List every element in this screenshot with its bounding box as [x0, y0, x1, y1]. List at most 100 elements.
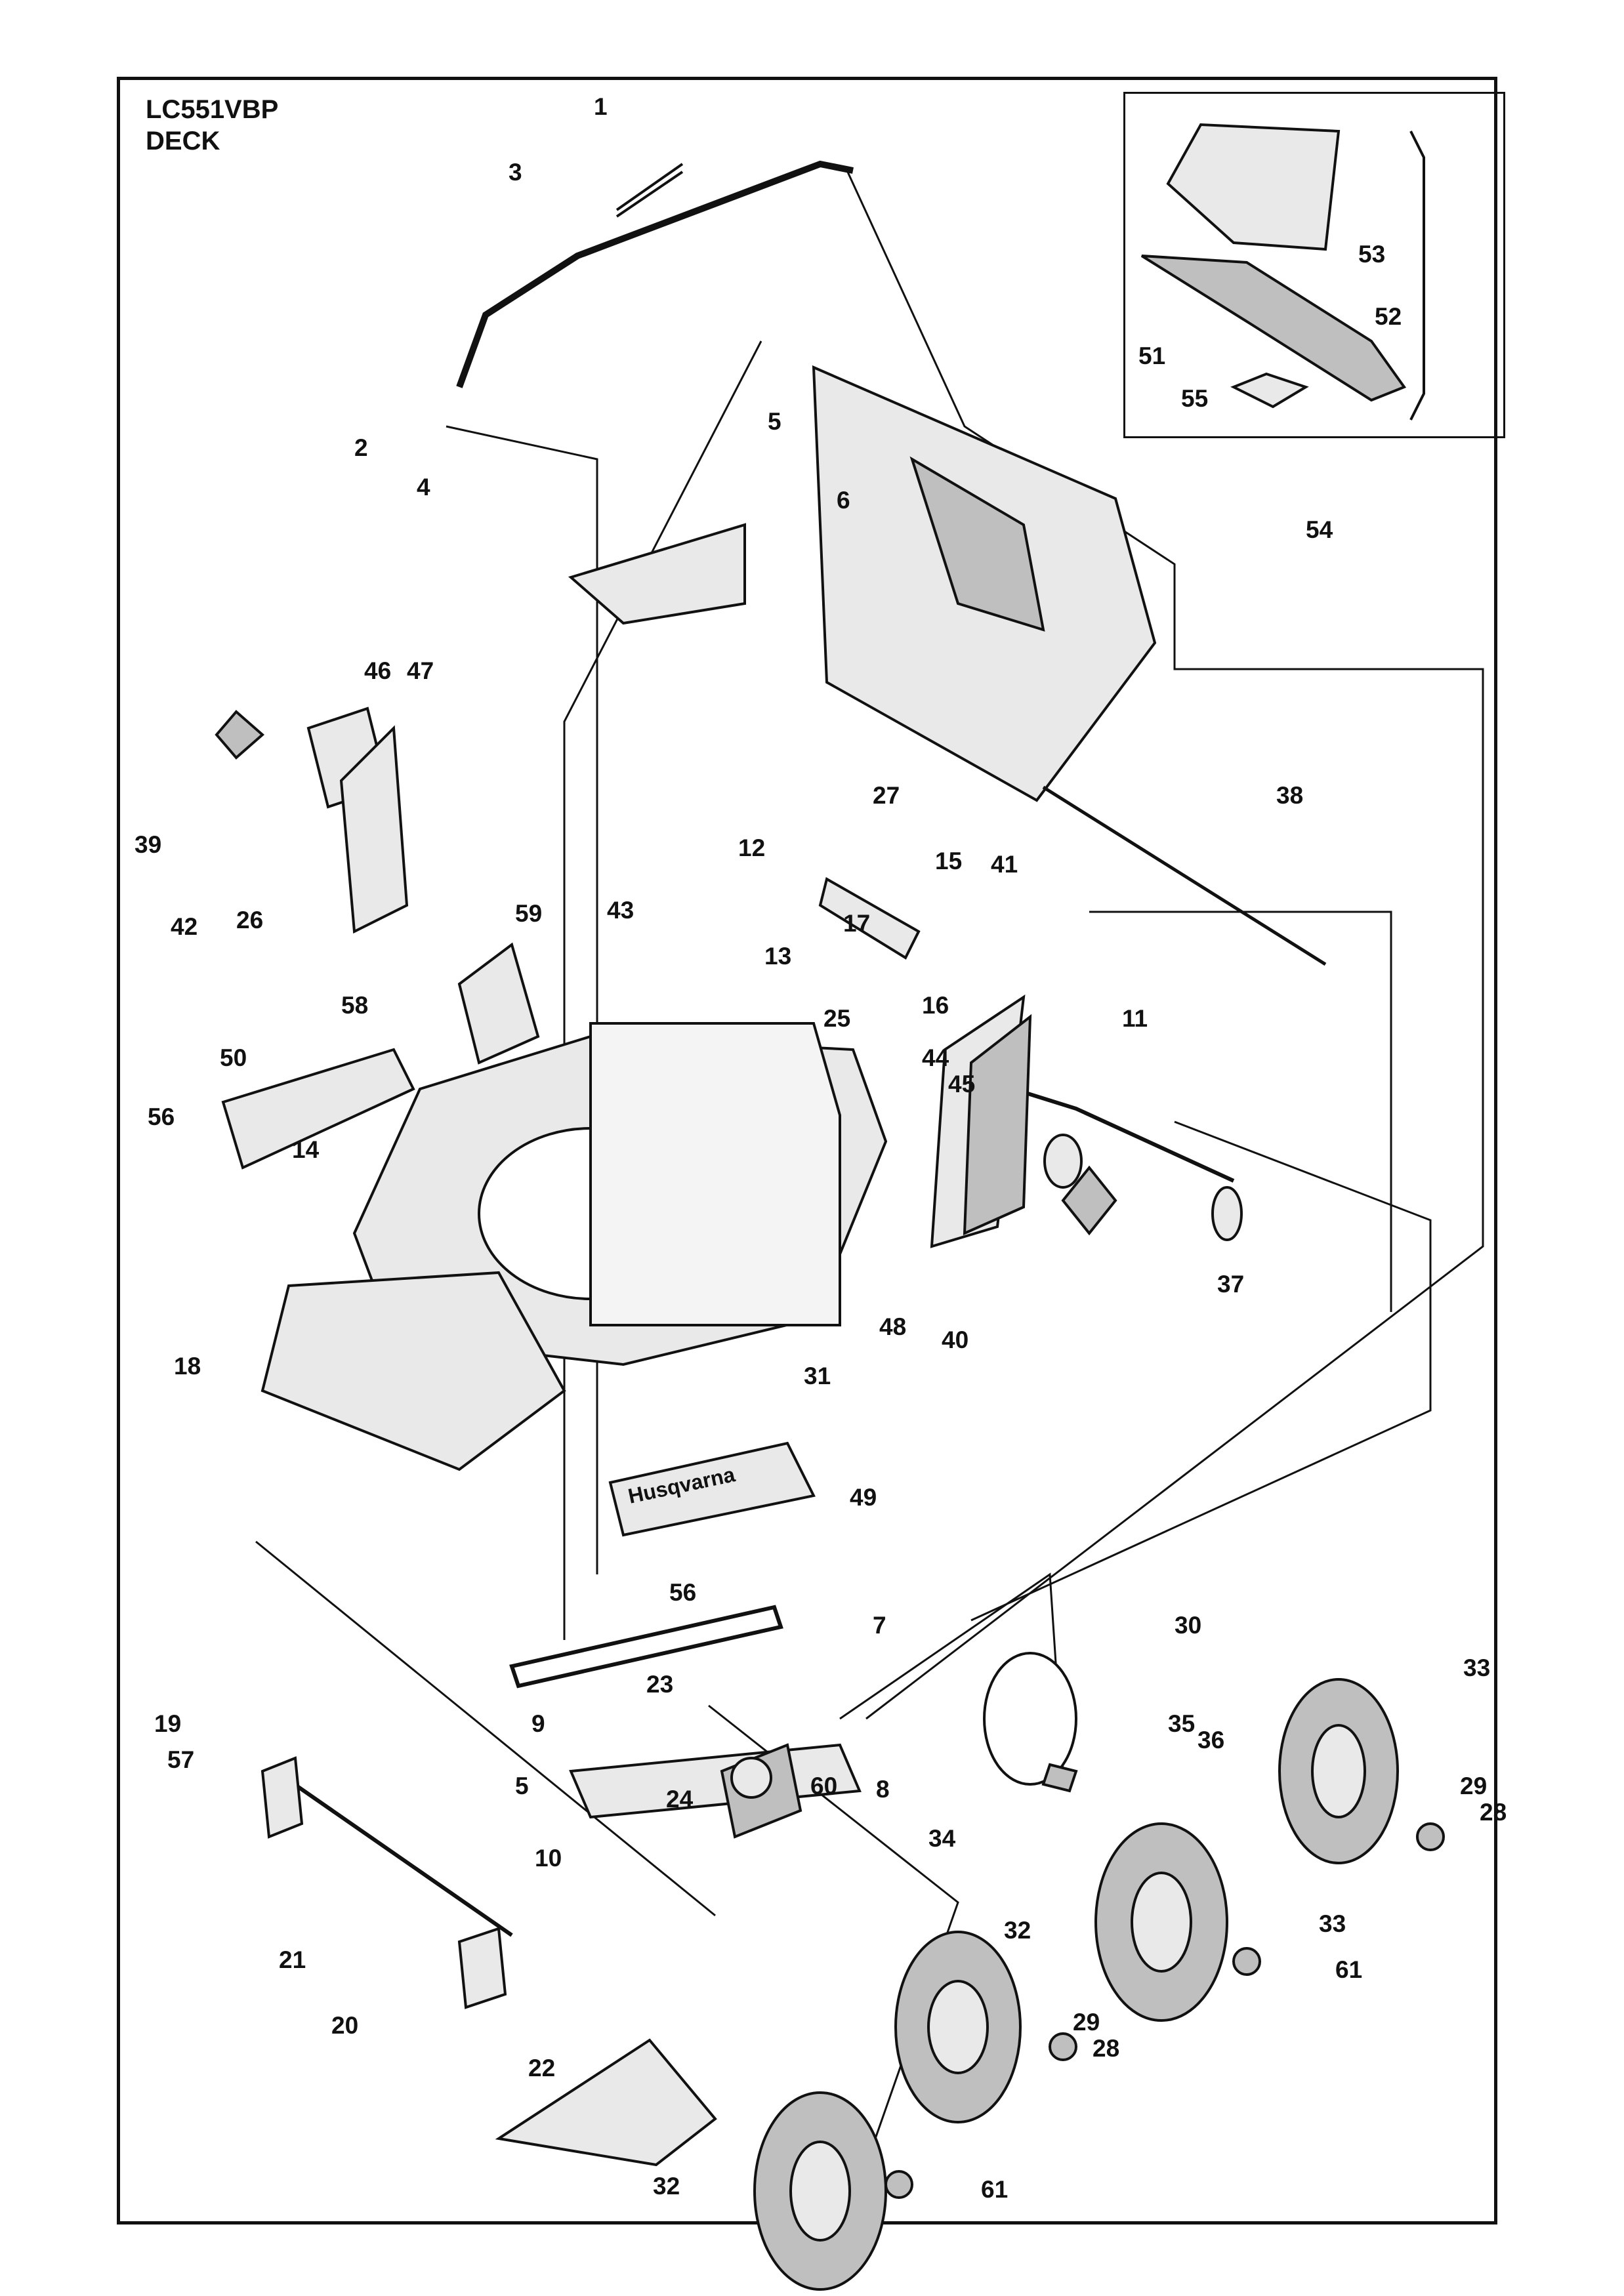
callout-2: 2	[354, 434, 368, 461]
catcher-lid	[909, 456, 1045, 632]
callout-5-b: 5	[515, 1773, 529, 1799]
callout-57: 57	[167, 1746, 194, 1773]
callout-28-b: 28	[1093, 2035, 1119, 2062]
bracket-45	[963, 1014, 1032, 1236]
callout-51: 51	[1138, 342, 1165, 369]
knob-40	[1061, 1165, 1117, 1236]
callout-26: 26	[236, 907, 263, 933]
flap-22	[495, 2038, 717, 2167]
callout-50: 50	[220, 1044, 247, 1071]
callout-36: 36	[1197, 1727, 1224, 1753]
part-shapes	[215, 160, 1327, 2167]
belt-7	[509, 1605, 783, 1689]
handle-bar-3	[456, 160, 854, 388]
wheel-cap-28-b	[1049, 2032, 1077, 2061]
deck-rear-section	[589, 1022, 841, 1326]
callout-22: 22	[528, 2055, 555, 2081]
callout-35: 35	[1168, 1710, 1195, 1737]
rod-38	[1042, 785, 1327, 966]
rear-wheel-33-top-hub	[1311, 1724, 1366, 1818]
gear-35	[1041, 1763, 1078, 1793]
callout-33-b: 33	[1319, 1910, 1346, 1937]
pivot-37	[1211, 1186, 1243, 1241]
callout-21: 21	[279, 1946, 306, 1973]
front-wheel-32-top-hub	[927, 1980, 989, 2074]
axle-bracket-20	[457, 1927, 507, 2009]
callout-39: 39	[135, 831, 161, 858]
callout-46: 46	[364, 657, 391, 684]
callout-60: 60	[810, 1773, 837, 1799]
callout-6: 6	[837, 487, 850, 514]
callout-52: 52	[1375, 303, 1402, 330]
callout-45: 45	[948, 1071, 975, 1097]
callout-34: 34	[928, 1825, 956, 1852]
callout-4: 4	[417, 474, 430, 501]
pulley-30	[983, 1652, 1077, 1786]
guide-lines	[255, 169, 1484, 2165]
callout-48: 48	[879, 1313, 906, 1340]
model-number: LC551VBP	[146, 95, 279, 124]
spring-1	[615, 163, 684, 218]
callout-29-b: 29	[1073, 2009, 1100, 2036]
lever-13	[818, 876, 921, 960]
blade-kit-inset-box	[1123, 92, 1505, 438]
callout-30: 30	[1175, 1612, 1201, 1639]
callout-20: 20	[331, 2012, 358, 2039]
callout-labels: 1 3 2 4 5 6 46 47 39 42 26 27 12 15 41 3…	[135, 93, 1507, 2203]
blade-guard-53	[1166, 123, 1341, 251]
callout-32: 32	[1004, 1917, 1031, 1944]
callout-55: 55	[1181, 385, 1208, 412]
bracket-6	[568, 523, 746, 625]
plate-26	[339, 725, 409, 934]
callout-49: 49	[850, 1484, 877, 1511]
callout-23: 23	[646, 1671, 673, 1698]
callout-15: 15	[935, 848, 962, 874]
callout-14: 14	[292, 1136, 320, 1163]
callout-27: 27	[873, 782, 900, 809]
callout-29: 29	[1460, 1773, 1487, 1799]
callout-56-b: 56	[669, 1579, 696, 1606]
callout-59: 59	[515, 900, 542, 927]
callout-38: 38	[1276, 782, 1303, 809]
callout-8: 8	[876, 1776, 890, 1803]
callout-17: 17	[843, 910, 870, 937]
callout-11: 11	[1122, 1005, 1148, 1032]
front-axle-21	[274, 1769, 513, 1937]
callout-28: 28	[1480, 1799, 1507, 1826]
bushing-61-a	[1232, 1947, 1261, 1976]
wheel-cap-28-a	[1416, 1822, 1445, 1851]
callout-58: 58	[341, 992, 368, 1019]
callout-31: 31	[804, 1363, 831, 1389]
callout-43: 43	[607, 897, 634, 924]
callout-10: 10	[535, 1845, 562, 1872]
callout-42: 42	[171, 913, 198, 940]
section-name: DECK	[146, 127, 220, 155]
front-trim-50	[221, 1048, 415, 1170]
callout-40: 40	[942, 1326, 968, 1353]
callout-18: 18	[174, 1353, 201, 1380]
diagram-title: LC551VBP DECK	[146, 94, 278, 157]
callout-24: 24	[666, 1786, 694, 1813]
callout-37: 37	[1217, 1271, 1244, 1298]
gear-60	[730, 1757, 772, 1799]
front-wheel-32-bottom-hub	[789, 2141, 851, 2242]
callout-53: 53	[1358, 241, 1385, 268]
rear-wheel-33-bottom-hub	[1131, 1872, 1192, 1973]
callout-1: 1	[594, 93, 608, 120]
callout-32-b: 32	[653, 2173, 680, 2200]
rear-trim-49	[608, 1441, 816, 1537]
bracket-59	[457, 942, 540, 1065]
callout-5: 5	[768, 408, 781, 435]
callout-44: 44	[922, 1044, 949, 1071]
pivot-37-a	[1043, 1134, 1083, 1189]
callout-41: 41	[991, 851, 1018, 878]
inset-parts	[1140, 123, 1425, 420]
callout-61: 61	[1335, 1956, 1362, 1983]
bushing-61-b	[885, 2170, 913, 2199]
callout-56: 56	[148, 1103, 175, 1130]
callout-61-b: 61	[981, 2176, 1008, 2203]
callout-3: 3	[509, 159, 522, 186]
callout-7: 7	[873, 1612, 886, 1639]
